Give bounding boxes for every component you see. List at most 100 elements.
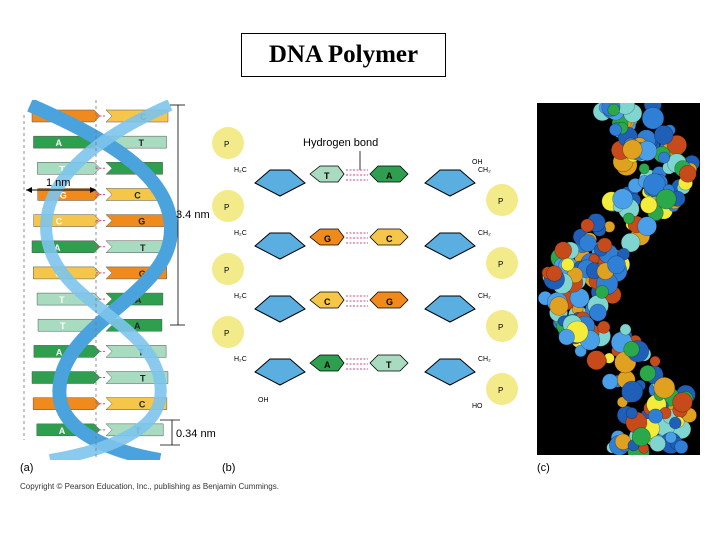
atom: [656, 188, 677, 210]
base-left-letter: G: [60, 190, 67, 200]
phosphate-left: [212, 253, 244, 285]
base-right-letter: C: [134, 190, 141, 200]
atom: [638, 163, 650, 175]
sugar-left: [254, 169, 306, 197]
phosphate-right: [486, 373, 518, 405]
sugar-right: [424, 169, 476, 197]
h2c-label: H₂C: [234, 356, 247, 363]
atom: [640, 196, 658, 214]
base-right-letter: C: [139, 400, 146, 410]
atom: [561, 257, 575, 272]
base-left-shape: [309, 228, 345, 246]
atom: [623, 212, 635, 225]
ch2-label: CH₂: [478, 167, 491, 174]
h2c-label: H₂C: [234, 293, 247, 300]
phosphate-left: [212, 190, 244, 222]
atom: [607, 255, 626, 275]
base-right-letter: T: [140, 374, 146, 384]
base-left-shape: [309, 354, 345, 372]
phosphate-right-label: P: [498, 323, 503, 332]
atom: [580, 218, 595, 233]
base-left-letter: C: [56, 217, 63, 227]
page-title: DNA Polymer: [268, 41, 419, 68]
space-filling-svg: [537, 94, 700, 463]
oh-bottom-label: OH: [258, 397, 269, 404]
phosphate-left: [212, 127, 244, 159]
atom: [595, 285, 609, 299]
title-box: DNA Polymer: [241, 33, 446, 77]
base-left-letter: G: [324, 234, 331, 244]
atom: [643, 173, 666, 196]
base-left-shape: [309, 165, 345, 183]
phosphate-left-label: P: [224, 329, 229, 338]
panel-c-label: (c): [537, 462, 550, 474]
atom: [622, 139, 643, 160]
atom: [554, 241, 573, 260]
sugar-right: [424, 232, 476, 260]
width-arrow-head-left: [26, 187, 32, 193]
atom: [637, 216, 657, 236]
atom: [669, 416, 682, 430]
base-left-letter: T: [59, 295, 65, 305]
atom: [612, 188, 634, 210]
base-left-letter: A: [56, 347, 63, 357]
atom: [597, 237, 613, 253]
phosphate-left-label: P: [224, 266, 229, 275]
sugar-right: [424, 358, 476, 386]
space-filling-model: [537, 94, 700, 463]
atom: [574, 344, 587, 358]
oh-top-label: OH: [472, 159, 483, 166]
phosphate-right-label: P: [498, 197, 503, 206]
atom: [619, 323, 632, 336]
phosphate-right: [486, 184, 518, 216]
base-left-letter: T: [324, 171, 330, 181]
phosphate-right-label: P: [498, 386, 503, 395]
backbone-strand-2: [40, 99, 173, 466]
atom: [586, 350, 607, 371]
base-right-letter: A: [386, 171, 393, 181]
atom: [578, 234, 597, 252]
atom: [649, 355, 661, 367]
sugar-left: [254, 232, 306, 260]
panel-b-label: (b): [222, 462, 236, 474]
base-right: [105, 214, 167, 227]
atom: [672, 392, 693, 413]
base-right-shape: [369, 165, 409, 183]
width-arrow-head-right: [90, 187, 96, 193]
base-right-letter: T: [386, 360, 392, 370]
base-right-shape: [369, 354, 409, 372]
base-right-letter: A: [134, 321, 141, 331]
sugar-left: [254, 295, 306, 323]
copyright-text: Copyright © Pearson Education, Inc., pub…: [20, 482, 279, 491]
base-right-letter: T: [139, 138, 145, 148]
base-left-letter: T: [59, 164, 65, 174]
h2c-label: H₂C: [234, 167, 247, 174]
atom: [616, 396, 628, 408]
atom: [589, 303, 607, 322]
atom: [620, 232, 641, 253]
phosphate-left: [212, 316, 244, 348]
base-left-letter: A: [54, 243, 61, 253]
backbone-strand-1: [27, 98, 178, 467]
sugar-right: [424, 295, 476, 323]
atom: [623, 341, 640, 358]
ch2-label: CH₂: [478, 293, 491, 300]
atom: [658, 151, 670, 164]
base-left-letter: C: [324, 297, 331, 307]
atom: [639, 364, 656, 382]
atom: [653, 376, 676, 399]
base-right-letter: G: [138, 217, 145, 227]
atom: [649, 435, 666, 452]
ho-label: HO: [472, 403, 483, 410]
base-left-shape: [309, 291, 345, 309]
atom: [546, 265, 563, 282]
base-right-shape: [369, 228, 409, 246]
phosphate-right: [486, 247, 518, 279]
phosphate-right-label: P: [498, 260, 503, 269]
atom: [549, 296, 569, 316]
atom: [558, 328, 575, 346]
atom: [597, 320, 611, 334]
